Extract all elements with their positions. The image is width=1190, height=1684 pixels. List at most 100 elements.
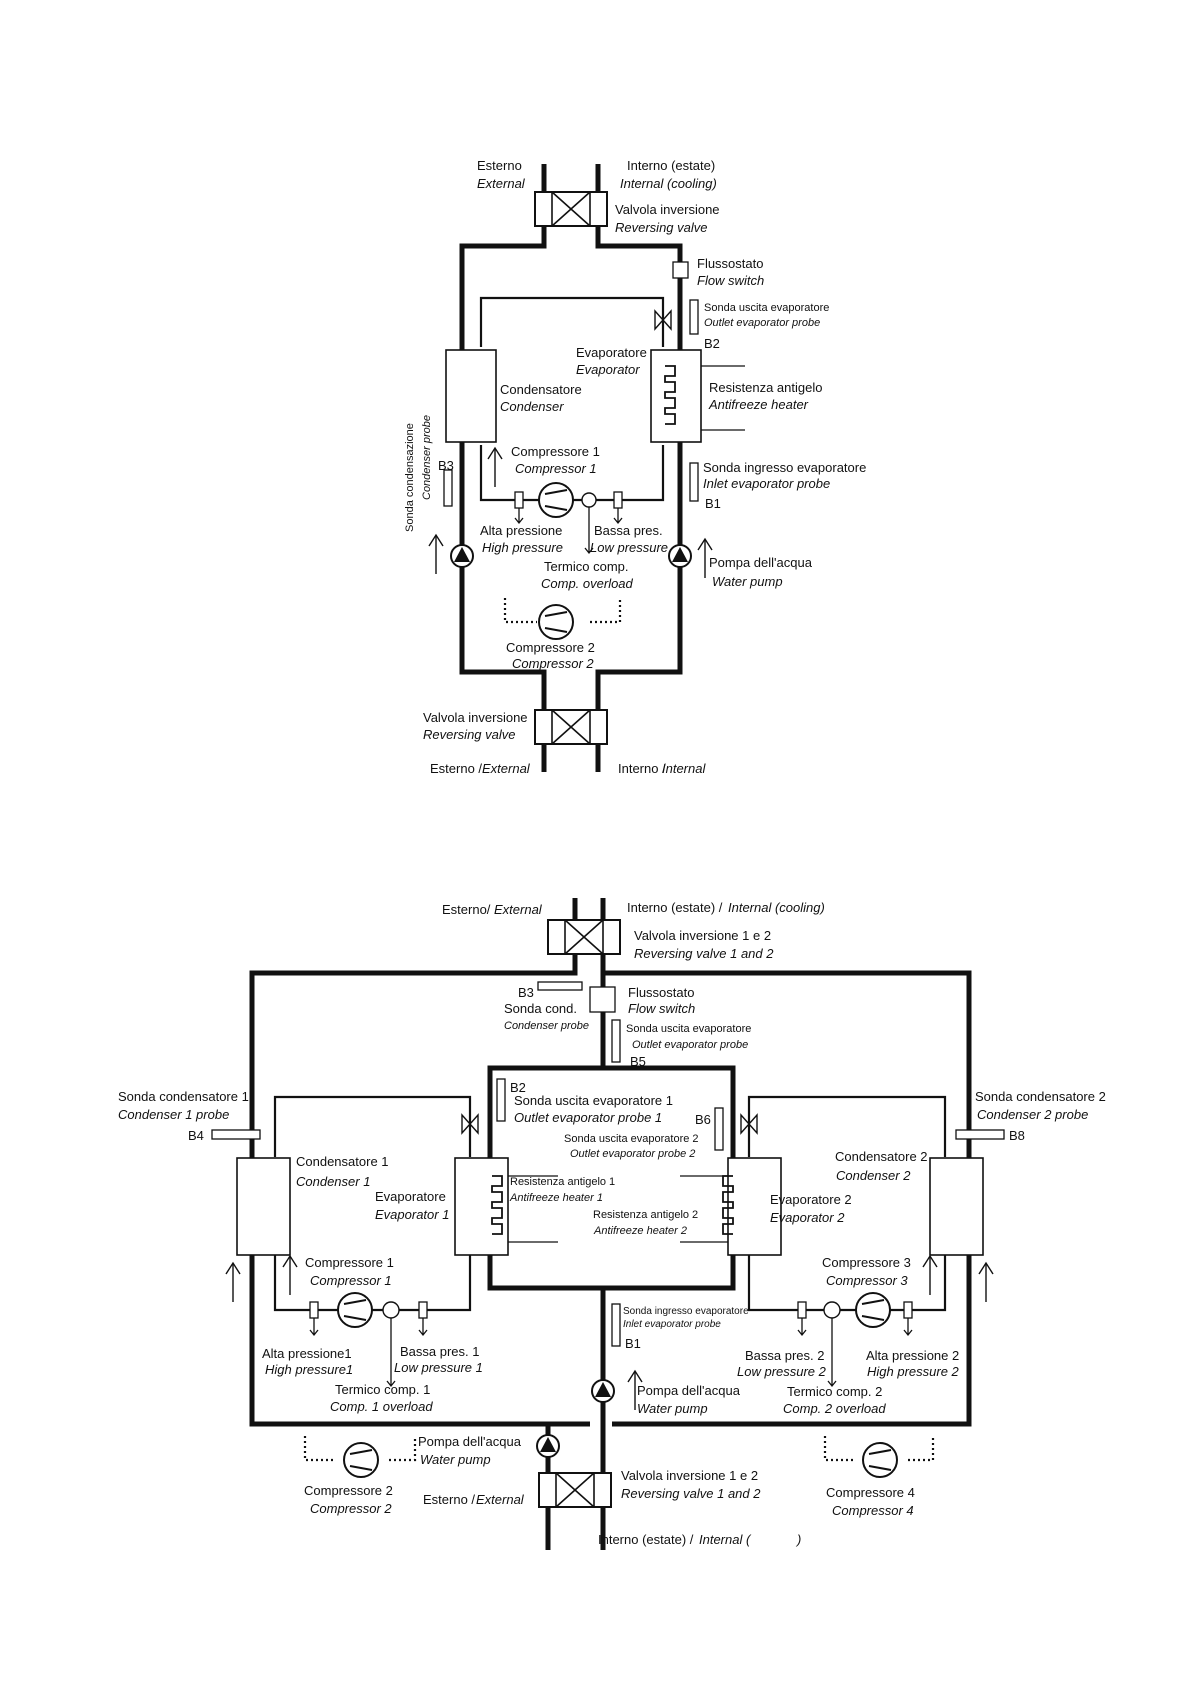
compressor-1-icon — [538, 482, 574, 518]
label-internal-cooling: Internal (cooling) — [620, 176, 717, 191]
label-antifreeze-2: Antifreeze heater 2 — [593, 1225, 687, 1237]
label-low-pressure-1: Low pressure 1 — [394, 1360, 483, 1375]
label-alta-pressione-2: Alta pressione 2 — [866, 1348, 959, 1363]
condenser-probe-b3-icon — [537, 981, 583, 991]
label-alta-pressione-1: Alta pressione1 — [262, 1346, 352, 1361]
reversing-valve-bottom — [534, 709, 608, 745]
label-sonda-uscita-1: Sonda uscita evaporatore 1 — [514, 1093, 673, 1108]
label-condensatore-1: Condensatore 1 — [296, 1154, 389, 1169]
label-flussostato: Flussostato — [697, 256, 763, 271]
label-evaporatore: Evaporatore — [576, 345, 647, 360]
outlet-evap-probe-b5-icon — [611, 1019, 621, 1063]
label-compressore-1: Compressore 1 — [511, 444, 600, 459]
flow-arrow-icon-b — [282, 1255, 298, 1296]
label-water-pump: Water pump — [712, 574, 783, 589]
compressor-2-icon-2 — [343, 1442, 379, 1478]
label-inlet-probe: Inlet evaporator probe — [703, 476, 830, 491]
label-interno-bottom-2: Interno (estate) / — [598, 1532, 694, 1547]
label-pompa-acqua-center: Pompa dell'acqua — [637, 1383, 741, 1398]
label-b3: B3 — [438, 458, 454, 473]
label-compressor-2: Compressor 2 — [512, 656, 594, 671]
label-valvola-inversione-bottom: Valvola inversione — [423, 710, 528, 725]
overload-2-node-icon — [823, 1301, 841, 1319]
reversing-valve-top — [534, 191, 608, 227]
inlet-evap-probe-b1-icon — [611, 1303, 621, 1347]
label-inlet-probe-2: Inlet evaporator probe — [623, 1319, 721, 1330]
label-sonda-cond-2: Sonda condensatore 2 — [975, 1089, 1106, 1104]
label-termico-comp-1: Termico comp. 1 — [335, 1382, 430, 1397]
label-pompa-acqua: Pompa dell'acqua — [709, 555, 813, 570]
label-low-pressure-2: Low pressure 2 — [737, 1364, 827, 1379]
label-condensatore: Condensatore — [500, 382, 582, 397]
label-resistenza-antigelo: Resistenza antigelo — [709, 380, 822, 395]
label-condenser: Condenser — [500, 399, 564, 414]
label-evaporatore-1: Evaporatore — [375, 1189, 446, 1204]
label-condenser-probe-2: Condenser probe — [504, 1020, 589, 1032]
label-esterno-bottom-2: Esterno / — [423, 1492, 475, 1507]
label-antifreeze-1: Antifreeze heater 1 — [509, 1192, 603, 1204]
condenser-box — [445, 349, 497, 443]
overload-1-node-icon — [382, 1301, 400, 1319]
label-b6: B6 — [695, 1112, 711, 1127]
label-sonda-uscita-2b: Sonda uscita evaporatore 2 — [564, 1133, 699, 1145]
label-b1-2: B1 — [625, 1336, 641, 1351]
label-outlet-probe: Outlet evaporator probe — [704, 317, 820, 329]
label-external-bottom-2: External — [476, 1492, 525, 1507]
label-condensatore-2: Condensatore 2 — [835, 1149, 928, 1164]
label-compressor-3: Compressor 3 — [826, 1273, 908, 1288]
condenser-1-box — [236, 1157, 291, 1256]
label-comp-2-overload: Comp. 2 overload — [783, 1401, 886, 1416]
flow-arrow-icon — [487, 447, 503, 488]
label-evaporatore-2: Evaporatore 2 — [770, 1192, 852, 1207]
flow-switch-icon-2 — [589, 986, 616, 1013]
label-outlet-probe-2: Outlet evaporator probe — [632, 1039, 748, 1051]
low-pressure-1-icon — [418, 1301, 428, 1319]
dual-circuit-diagram: Esterno/ External Interno (estate) / Int… — [118, 898, 1106, 1550]
water-pump-left-icon — [450, 544, 474, 568]
label-pompa-acqua-left: Pompa dell'acqua — [418, 1434, 522, 1449]
label-compressor-1-2: Compressor 1 — [310, 1273, 392, 1288]
label-reversing-valve: Reversing valve — [615, 220, 708, 235]
label-paren-close: ) — [795, 1532, 801, 1547]
label-reversing-12-bottom: Reversing valve 1 and 2 — [621, 1486, 761, 1501]
flow-arrow-icon-d — [978, 1262, 994, 1303]
evaporator-2-box — [727, 1157, 782, 1256]
label-esterno-2: Esterno/ — [442, 902, 491, 917]
label-high-pressure-1: High pressure1 — [265, 1362, 353, 1377]
low-pressure-2-icon — [797, 1301, 807, 1319]
label-b2: B2 — [704, 336, 720, 351]
low-pressure-switch-icon — [613, 491, 623, 509]
label-termico-comp-2: Termico comp. 2 — [787, 1384, 882, 1399]
label-esterno: Esterno — [477, 158, 522, 173]
condenser-2-probe-b8-icon — [955, 1129, 1005, 1140]
label-external-2: External — [494, 902, 543, 917]
label-compressore-2: Compressore 2 — [506, 640, 595, 655]
label-comp-overload: Comp. overload — [541, 576, 634, 591]
flow-arrow-icon-a — [225, 1262, 241, 1303]
label-res-antigelo-1: Resistenza antigelo 1 — [510, 1176, 615, 1188]
inlet-evap-probe-icon — [689, 462, 699, 502]
compressor-4-icon — [862, 1442, 898, 1478]
label-high-pressure: High pressure — [482, 540, 563, 555]
label-compressore-1-2: Compressore 1 — [305, 1255, 394, 1270]
label-compressor-2-2: Compressor 2 — [310, 1501, 392, 1516]
compressor-1-icon-2 — [337, 1292, 373, 1328]
label-interno-estate-2: Interno (estate) / — [627, 900, 723, 915]
pipe-left-loop — [459, 164, 547, 772]
evaporator-1-box — [454, 1157, 509, 1256]
label-sonda-uscita-2: Sonda uscita evaporatore — [626, 1023, 751, 1035]
label-evaporator-2: Evaporator 2 — [770, 1210, 845, 1225]
label-bassa-pres: Bassa pres. — [594, 523, 663, 538]
label-external: External — [477, 176, 526, 191]
label-water-pump-center: Water pump — [637, 1401, 708, 1416]
condenser-probe-icon — [443, 469, 453, 507]
label-b4: B4 — [188, 1128, 204, 1143]
overload-node-icon — [581, 492, 597, 508]
label-high-pressure-2: High pressure 2 — [867, 1364, 960, 1379]
label-compressore-4: Compressore 4 — [826, 1485, 915, 1500]
label-sonda-uscita: Sonda uscita evaporatore — [704, 302, 829, 314]
label-evaporator: Evaporator — [576, 362, 640, 377]
label-antifreeze-heater: Antifreeze heater — [708, 397, 809, 412]
label-compressore-2-2: Compressore 2 — [304, 1483, 393, 1498]
